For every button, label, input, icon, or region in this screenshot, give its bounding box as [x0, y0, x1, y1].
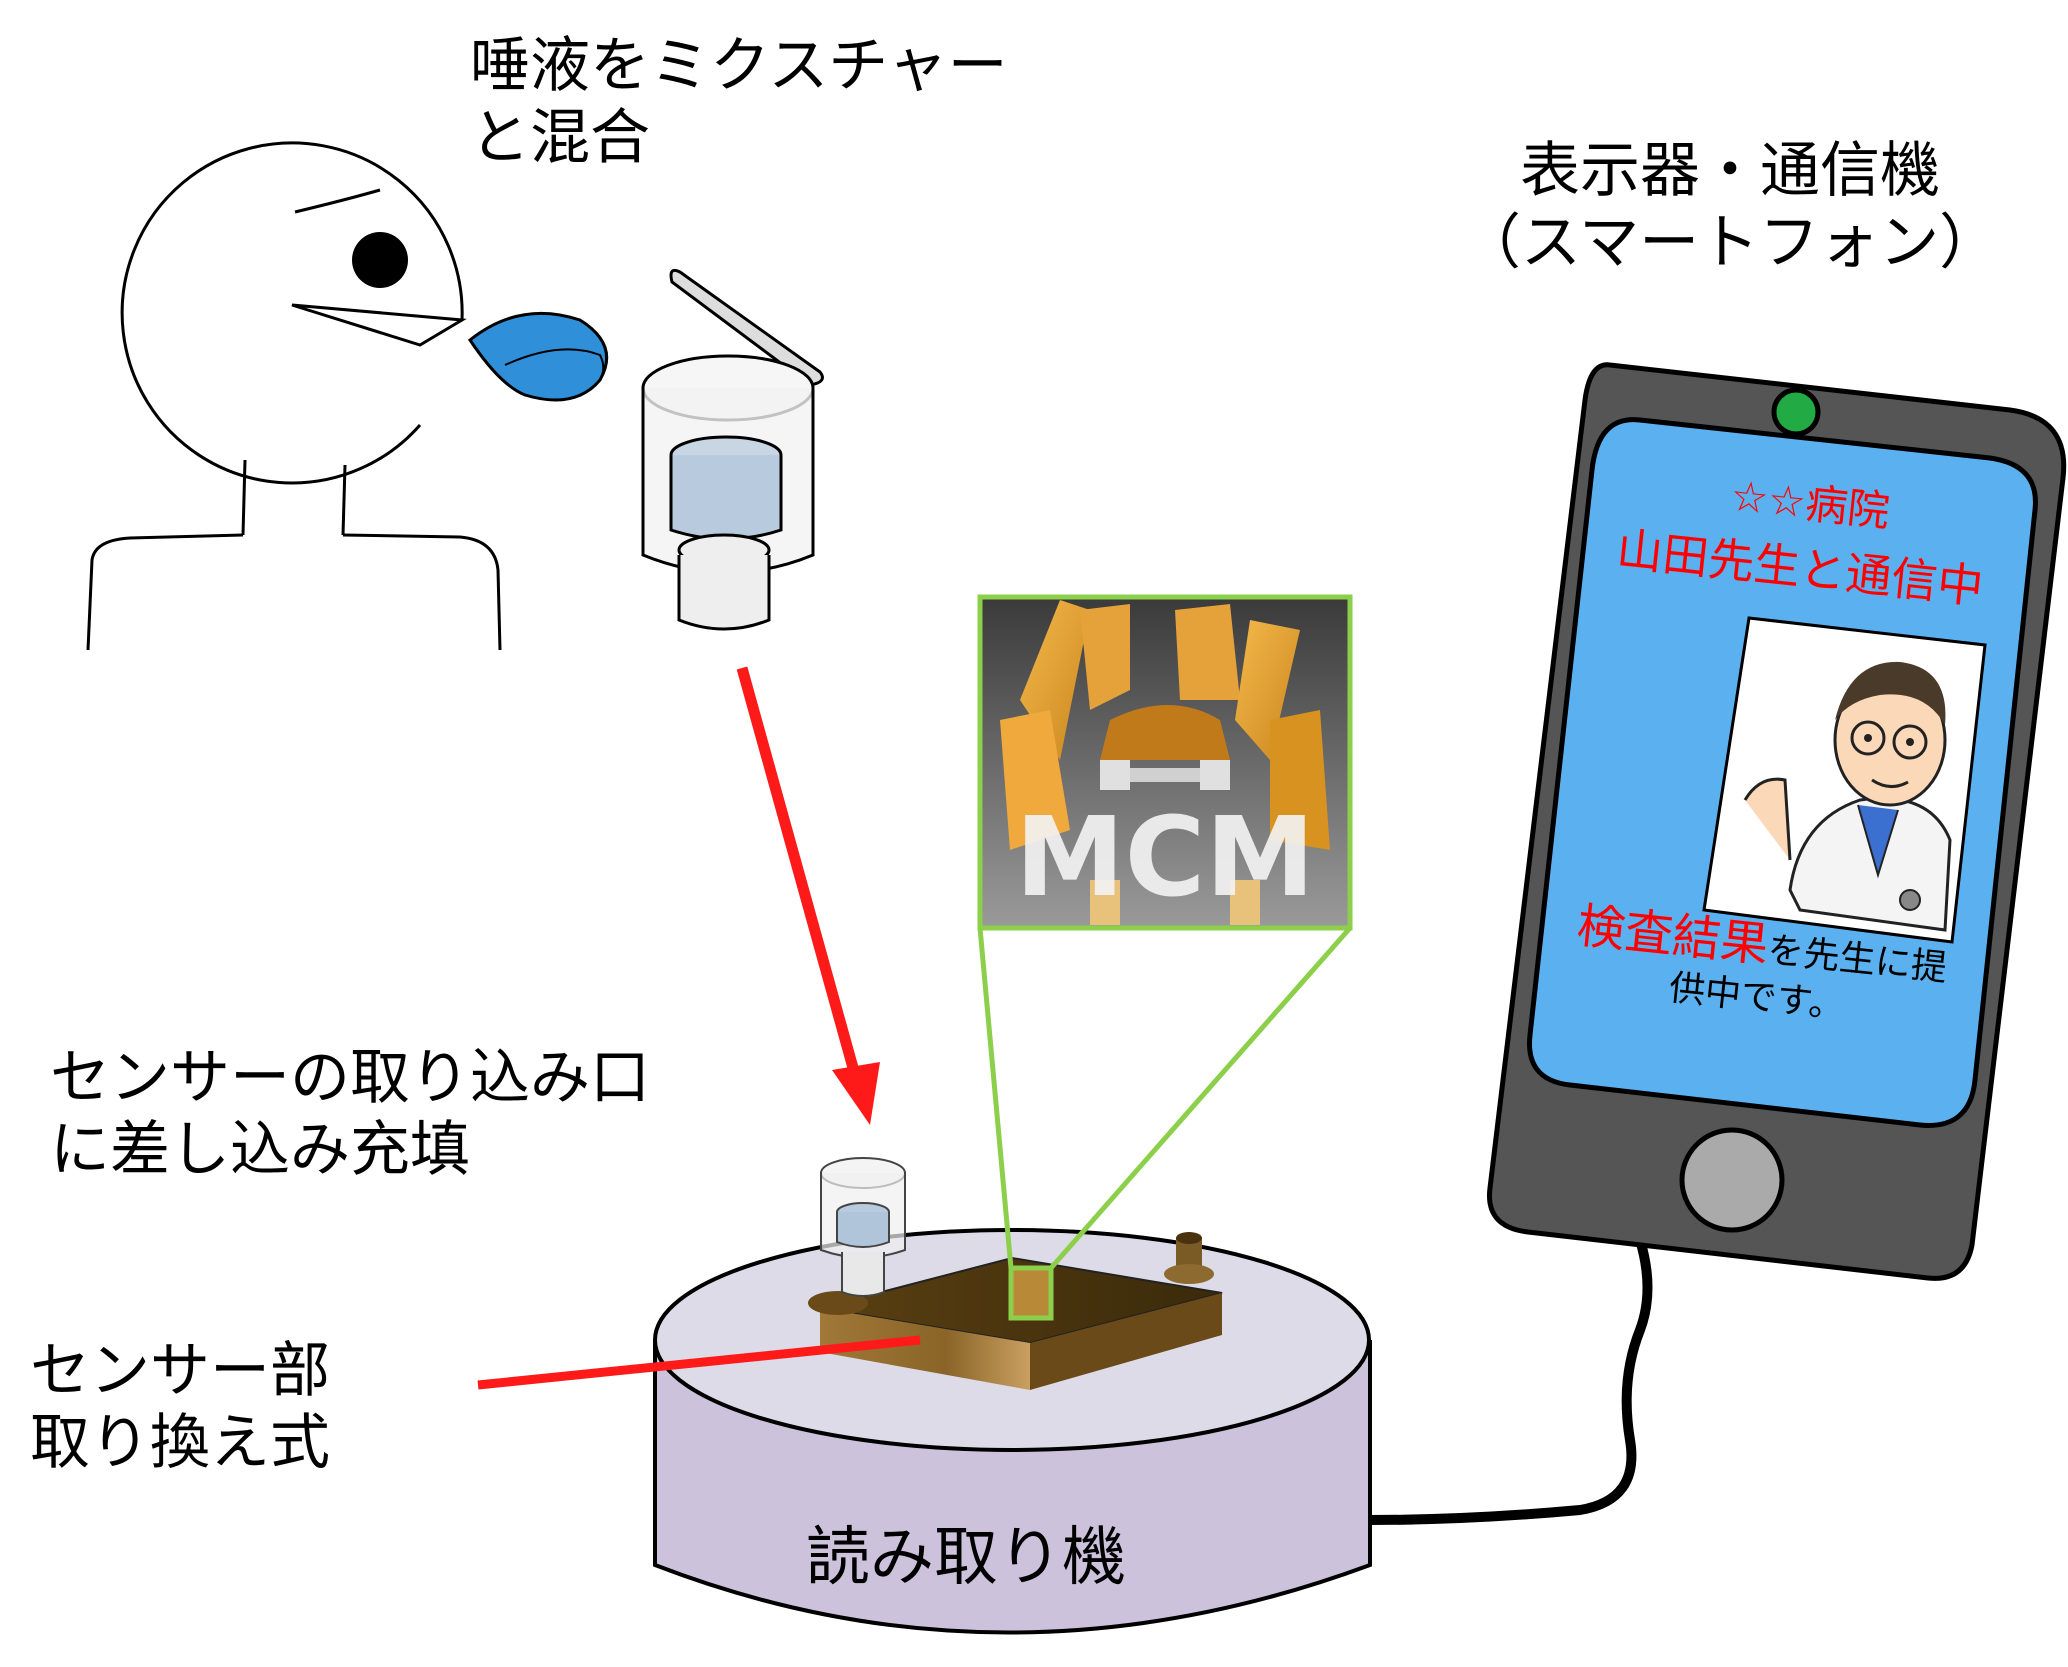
display-device-label: 表示器・通信機 （スマートフォン） [1460, 136, 2000, 278]
doctor-portrait-icon [1702, 616, 1987, 944]
mcm-label: MCM [1015, 793, 1315, 921]
flow-arrow [736, 666, 880, 1125]
sensor-part-label: センサー部 取り換え式 [30, 1336, 330, 1478]
home-button [1679, 1127, 1785, 1233]
saliva-drop-icon [467, 311, 609, 402]
sensor-pointer-line [477, 1335, 921, 1390]
insert-instruction-label: センサーの取り込み口 に差し込み充填 [50, 1043, 650, 1185]
phone-cable [1369, 1134, 1655, 1525]
person-face-icon [86, 141, 502, 651]
saliva-mix-label: 唾液をミクスチャー と混合 [470, 31, 1008, 173]
zoom-lines [977, 926, 1352, 1270]
reader-label: 読み取り機 [806, 1521, 1126, 1595]
inserted-cup-icon [820, 1157, 906, 1297]
indicator-light [1771, 387, 1821, 437]
sensor-chip-icon [808, 1232, 1223, 1390]
mcm-image: MCM [977, 594, 1353, 931]
mixture-cup-icon [641, 268, 824, 631]
